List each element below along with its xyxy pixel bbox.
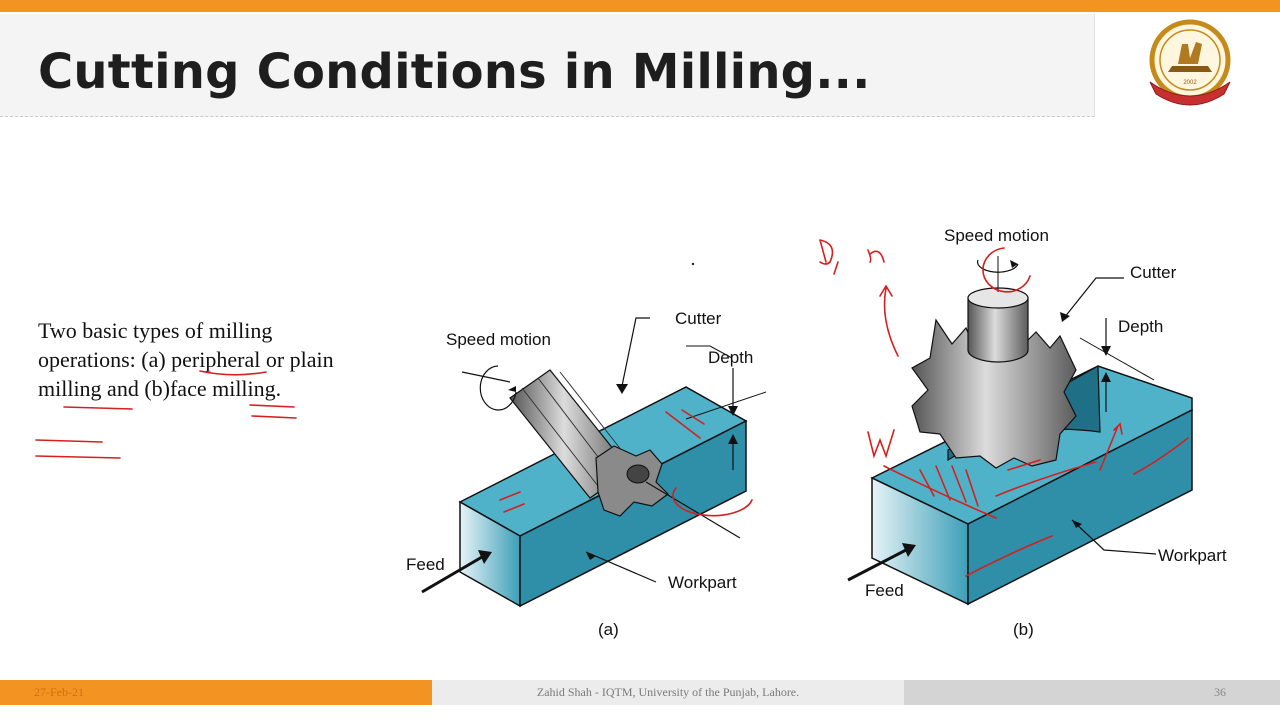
top-accent-bar	[0, 0, 1280, 12]
milling-figure: Speed motion Cutter Depth Feed Workpart …	[406, 226, 1227, 639]
speed-motion-label-a: Speed motion	[446, 330, 551, 349]
page-number: 36	[1214, 685, 1226, 699]
cutter-label-a: Cutter	[675, 309, 722, 328]
footer-author: Zahid Shah - IQTM, University of the Pun…	[536, 685, 800, 699]
footer-mid-bar	[432, 680, 904, 705]
depth-label-a: Depth	[708, 348, 753, 367]
figure-b-diagram	[847, 256, 1193, 606]
body-text: Two basic types of milling operations: (…	[38, 318, 334, 401]
slide-title: Cutting Conditions in Milling...	[38, 44, 871, 100]
caption-a: (a)	[598, 620, 619, 639]
logo-year: 2002	[1183, 80, 1197, 86]
university-logo: 2002	[1149, 19, 1231, 106]
footer-left-bar	[0, 680, 432, 705]
footer-right-bar	[904, 680, 1280, 705]
workpart-label-b: Workpart	[1158, 546, 1227, 565]
figure-a-diagram	[421, 317, 767, 608]
cutter-a	[509, 369, 669, 517]
cutter-b	[911, 287, 1077, 469]
cutter-label-b: Cutter	[1130, 263, 1177, 282]
speed-motion-label-b: Speed motion	[944, 226, 1049, 245]
title-area: Cutting Conditions in Milling...	[0, 14, 1095, 117]
feed-label-b: Feed	[865, 581, 904, 600]
caption-b: (b)	[1013, 620, 1034, 639]
workpart-label-a: Workpart	[668, 573, 737, 592]
feed-label-a: Feed	[406, 555, 445, 574]
depth-label-b: Depth	[1118, 317, 1163, 336]
footer-date: 27-Feb-21	[34, 685, 84, 699]
